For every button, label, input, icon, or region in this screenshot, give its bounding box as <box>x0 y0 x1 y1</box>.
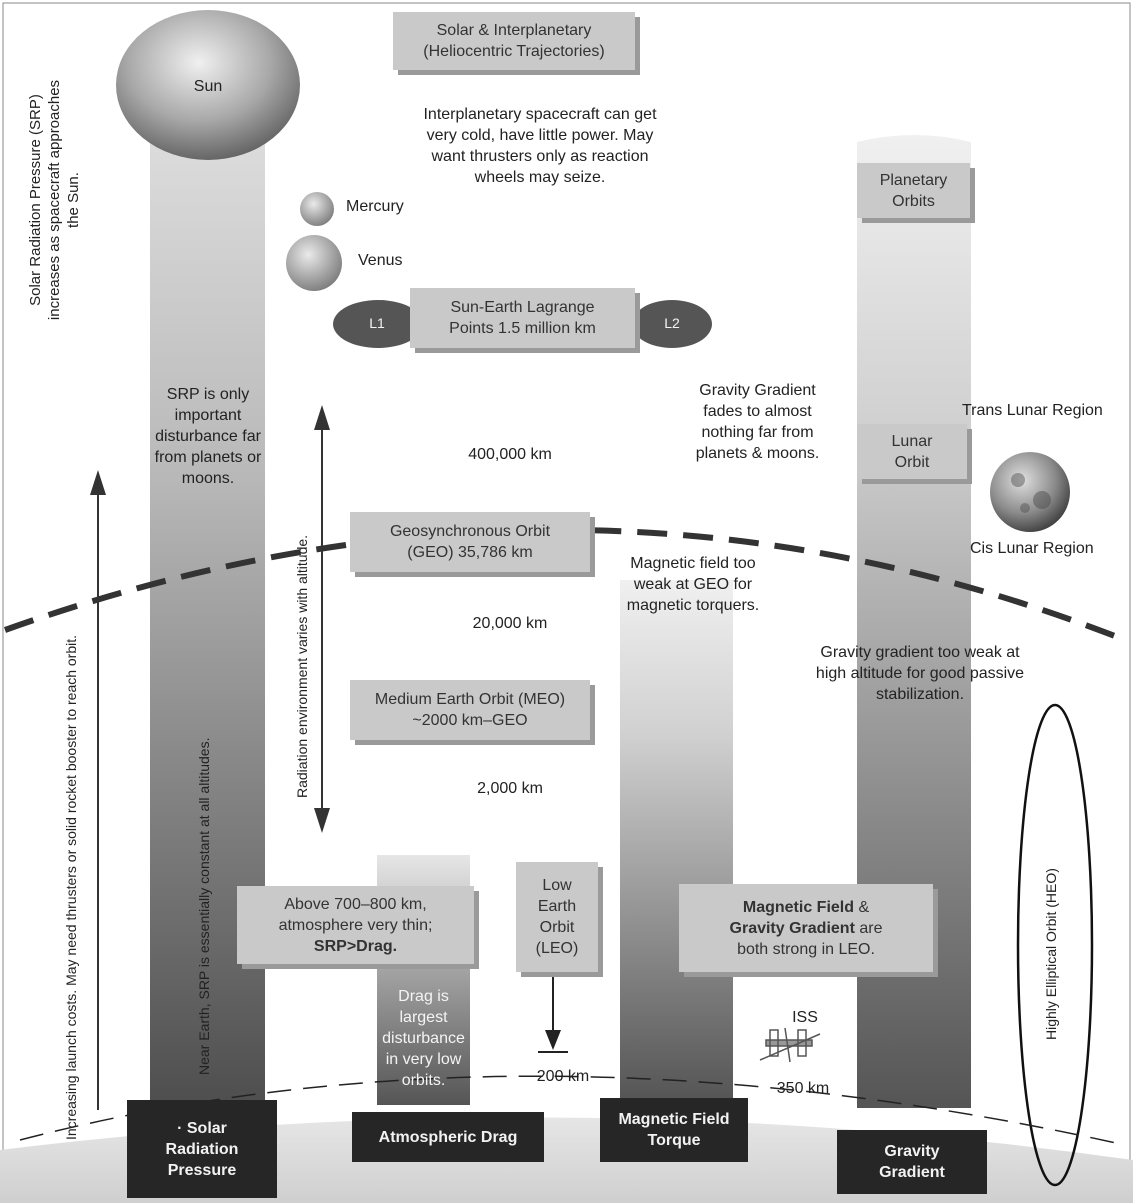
l2-icon <box>632 300 712 348</box>
gravity-column <box>857 135 971 1108</box>
heo-vertical-label: Highly Elliptical Orbit (HEO) <box>1043 868 1059 1040</box>
trans-lunar-label: Trans Lunar Region <box>962 402 1103 419</box>
mercury-label: Mercury <box>346 198 404 215</box>
leo-arrow-icon <box>545 1030 561 1050</box>
cis-lunar-label: Cis Lunar Region <box>970 540 1094 557</box>
moon-icon <box>990 452 1070 532</box>
mercury-icon <box>300 192 334 226</box>
heo-orbit-icon <box>1016 703 1094 1187</box>
altitude-200-label: 200 km <box>536 1068 590 1085</box>
magnetic-gravity-line2: Gravity Gradient are <box>730 918 883 939</box>
ampersand-text: & <box>854 898 870 916</box>
magnetic-bottom-label: Magnetic Field Torque <box>600 1098 748 1162</box>
magnetic-gravity-line3: both strong in LEO. <box>737 940 875 958</box>
l1-label: L1 <box>369 315 385 331</box>
sun-label: Sun <box>193 78 223 95</box>
srp-far-note: SRP is only important disturbance far fr… <box>154 386 262 487</box>
leo-box: Low Earth Orbit (LEO) <box>516 862 598 972</box>
lagrange-points-box: Sun-Earth Lagrange Points 1.5 million km <box>410 288 635 348</box>
magnetic-gravity-box: Magnetic Field & Gravity Gradient are bo… <box>679 884 933 972</box>
heliocentric-title-line1: Solar & Interplanetary <box>436 22 592 39</box>
magnetic-weak-note: Magnetic field too weak at GEO for magne… <box>626 555 760 614</box>
l1-icon <box>333 300 423 348</box>
venus-label: Venus <box>358 252 403 269</box>
radiation-arrow-up-icon <box>314 405 330 430</box>
venus-icon <box>286 235 342 291</box>
magnetic-field-bold: Magnetic Field <box>742 898 854 916</box>
above-700km-box: Above 700–800 km, atmosphere very thin; … <box>237 886 474 964</box>
geo-box: Geosynchronous Orbit (GEO) 35,786 km <box>350 512 590 572</box>
srp-bottom-label: · Solar Radiation Pressure <box>127 1100 277 1198</box>
magnetic-column <box>620 580 733 1100</box>
heliocentric-title-box: Solar & Interplanetary (Heliocentric Tra… <box>393 12 635 70</box>
gravity-fades-note: Gravity Gradient fades to almost nothing… <box>695 382 820 462</box>
radiation-arrow-down-icon <box>314 808 330 833</box>
gravity-bottom-label: Gravity Gradient <box>837 1130 987 1194</box>
magnetic-gravity-line1: Magnetic Field & <box>743 897 869 918</box>
launch-cost-vertical-note: Increasing launch costs. May need thrust… <box>63 634 79 1140</box>
srp-increase-note: Solar Radiation Pressure (SRP) increases… <box>27 79 82 321</box>
sun-icon <box>116 10 300 160</box>
lunar-orbit-box: Lunar Orbit <box>857 424 967 479</box>
drag-note: Drag is largest disturbance in very low … <box>382 988 465 1089</box>
altitude-350-label: 350 km <box>776 1080 830 1097</box>
are-text: are <box>854 919 883 937</box>
heliocentric-title-line2: (Heliocentric Trajectories) <box>423 43 605 60</box>
drag-bottom-label: Atmospheric Drag <box>352 1112 544 1162</box>
near-earth-srp-vertical-note: Near Earth, SRP is essentially constant … <box>196 737 212 1075</box>
altitude-2000-label: 2,000 km <box>477 780 543 797</box>
altitude-20000-label: 20,000 km <box>472 615 548 632</box>
meo-box: Medium Earth Orbit (MEO) ~2000 km–GEO <box>350 680 590 740</box>
interplanetary-note: Interplanetary spacecraft can get very c… <box>423 106 657 186</box>
above-700km-line1: Above 700–800 km, <box>284 895 427 913</box>
l2-label: L2 <box>664 315 680 331</box>
altitude-400000-label: 400,000 km <box>468 446 552 463</box>
above-700km-line2: atmosphere very thin; <box>278 916 433 934</box>
launch-arrow-icon <box>90 470 106 495</box>
iss-icon <box>759 1027 821 1063</box>
gravity-gradient-bold: Gravity Gradient <box>729 919 855 937</box>
gravity-weak-note: Gravity gradient too weak at high altitu… <box>815 644 1025 703</box>
planetary-orbits-box: Planetary Orbits <box>857 163 970 218</box>
iss-label: ISS <box>792 1009 818 1026</box>
radiation-vertical-note: Radiation environment varies with altitu… <box>294 534 310 798</box>
above-700km-line3: SRP>Drag. <box>313 937 398 955</box>
